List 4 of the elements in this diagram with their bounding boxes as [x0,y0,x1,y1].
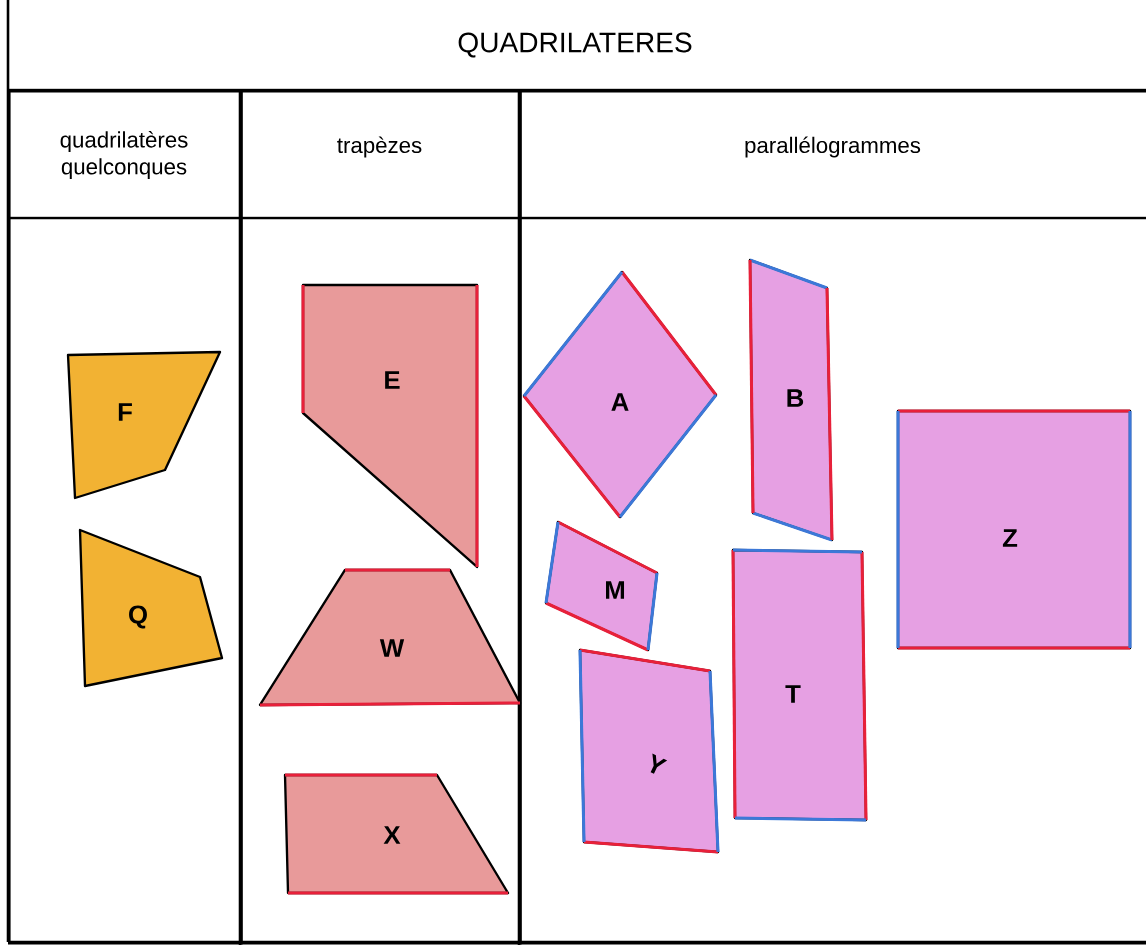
column-header: trapèzes [337,136,422,158]
table-title: QUADRILATERES [458,32,692,58]
column-header: quadrilatères quelconques [60,131,188,179]
column-header: parallélogrammes [745,136,921,158]
